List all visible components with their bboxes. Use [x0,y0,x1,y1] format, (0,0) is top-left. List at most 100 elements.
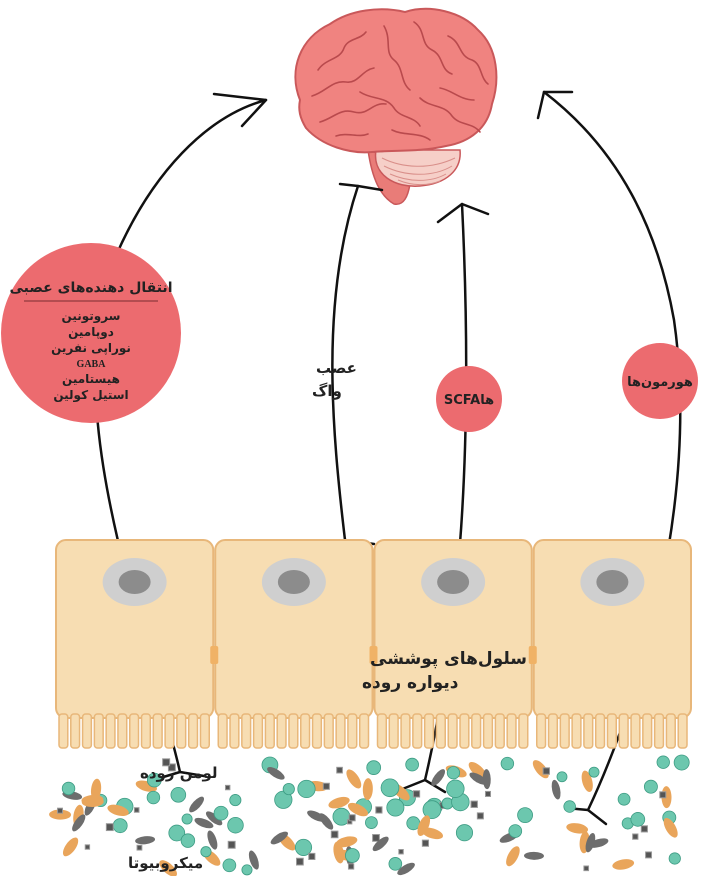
particle [297,858,304,865]
particle [413,791,419,797]
bacillus-bacterium [135,835,156,845]
microvillus [94,714,103,748]
microvillus [277,714,286,748]
coccus-bacterium [242,865,252,875]
particle [134,808,139,813]
coccus-bacterium [618,793,630,805]
rod-bacterium [503,844,522,868]
neurotransmitter-item: دوپامین [68,325,114,340]
coccus-bacterium [171,787,186,802]
epithelium-label-line2: دیواره روده [362,673,459,693]
microvillus [584,714,593,748]
coccus-bacterium [62,782,75,795]
microvillus [572,714,581,748]
microvillus [460,714,469,748]
particle [633,834,638,839]
hormones-arrowhead [538,92,572,118]
coccus-bacterium [557,772,567,782]
particle [106,824,113,831]
microvillus [230,714,239,748]
nucleolus [437,570,469,594]
microvillus [413,714,422,748]
lumen-label: لومن روده [140,764,218,782]
microbiota-label: میکروبیوتا [128,854,203,872]
rod-bacterium [344,767,365,791]
microvillus [484,714,493,748]
coccus-bacterium [518,808,533,823]
microvillus [596,714,605,748]
rod-bacterium [362,778,373,800]
microvillus [360,714,369,748]
microvillus [177,714,186,748]
coccus-bacterium [631,812,645,826]
coccus-bacterium [298,780,315,797]
nucleolus [596,570,628,594]
microvillus [448,714,457,748]
microvillus [218,714,227,748]
microvillus [301,714,310,748]
microvillus [537,714,546,748]
microvillus [200,714,209,748]
particle [323,783,329,789]
rod-bacterium [60,835,81,859]
microvillus [83,714,92,748]
microvillus [425,714,434,748]
coccus-bacterium [228,817,244,833]
coccus-bacterium [381,779,399,797]
particle [660,792,666,798]
microvillus [507,714,516,748]
microvillus [142,714,151,748]
particle [85,845,89,849]
coccus-bacterium [345,849,359,863]
particle [349,815,355,821]
cell-junction [529,646,537,664]
nucleolus [278,570,310,594]
microvillus [165,714,174,748]
coccus-bacterium [564,801,576,813]
coccus-bacterium [501,757,514,770]
particle [485,791,490,796]
coccus-bacterium [447,780,465,798]
neurotransmitter-item: نوراپی نفرین [51,341,131,356]
microvillus [265,714,274,748]
particle [337,767,343,773]
coccus-bacterium [674,755,689,770]
coccus-bacterium [406,758,419,771]
scfa-label: SCFAها [444,393,494,408]
coccus-bacterium [365,817,377,829]
epithelial-cell [56,540,213,748]
coccus-bacterium [223,859,236,872]
coccus-bacterium [367,761,381,775]
coccus-bacterium [509,825,522,838]
microvillus [71,714,80,748]
microvillus [130,714,139,748]
particle [309,853,315,859]
coccus-bacterium [182,814,192,824]
microvillus [153,714,162,748]
bacillus-bacterium [524,852,544,860]
coccus-bacterium [387,799,404,816]
particle [584,866,589,871]
microvillus [519,714,528,748]
vagus-label-line1: عصب [316,359,357,377]
bacillus-bacterium [550,779,562,800]
microvillus [254,714,263,748]
neurotransmitter-item: استیل کولین [53,388,128,403]
neurotransmitter-item: سروتونین [62,309,121,324]
brain-illustration [295,9,496,204]
particle [477,813,483,819]
particle [646,852,652,858]
hormones-bubble: هورمون‌ها [622,343,698,419]
microvillus [336,714,345,748]
microvillus [289,714,298,748]
coccus-bacterium [283,783,294,794]
microvillus [436,714,445,748]
epithelial-cell [375,540,532,748]
epithelium-label-line1: سلول‌های پوششی [370,649,527,669]
neurotransmitter-item: GABA [77,359,107,370]
epithelial-cell [534,540,691,748]
microvillus [189,714,198,748]
coccus-bacterium [669,853,680,864]
microvillus [348,714,357,748]
